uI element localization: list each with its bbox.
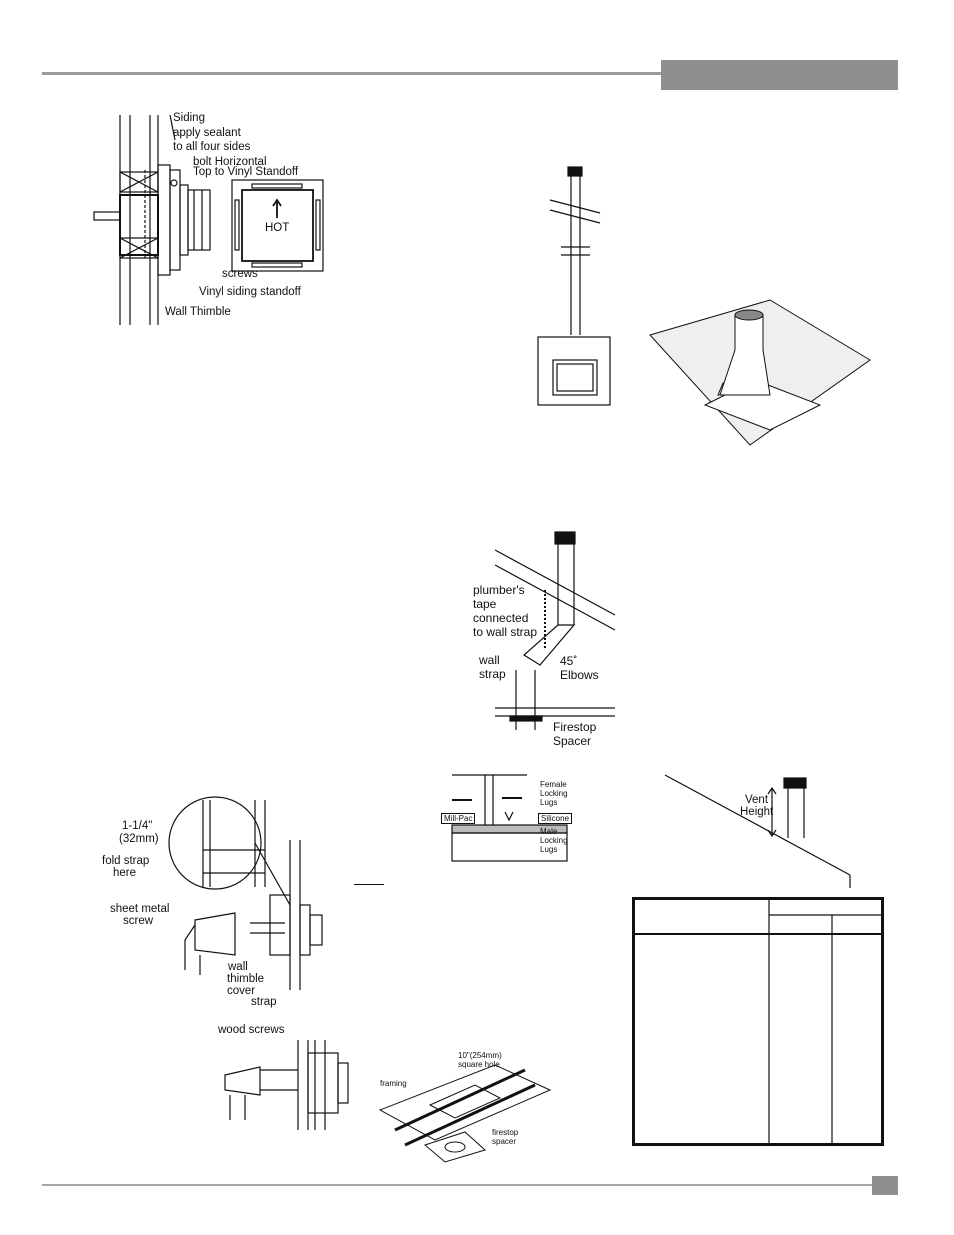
female-lugs-line3: Lugs [540,798,558,807]
vinyl-standoff-diagram [93,114,211,325]
wall-strap-line2: strap [479,667,506,681]
siding-label: Siding [173,112,205,124]
firestop-spacer-line1: firestop [492,1128,519,1137]
firestop-line2: Spacer [553,734,592,748]
roof-flashing-diagram [649,299,871,446]
locking-lugs-diagram [451,774,568,862]
vent-height-line2: Height [740,806,774,818]
dimension-line1: 1-1/4" [122,820,153,832]
footer-rule [42,1184,872,1186]
firestop-spacer-line2: spacer [492,1137,517,1146]
wood-screws-diagram [224,1040,349,1130]
elbow-offset-diagram [494,531,616,730]
vent-height-line1: Vent [745,794,769,806]
plumbers-tape-line2: tape [473,597,497,611]
thimble-cover-line3: cover [227,985,256,997]
sheet-metal-line2: screw [123,915,154,927]
sealant-label-line2: to all four sides [173,141,251,153]
millpac-label: Mill-Pac [441,813,476,824]
hot-label: HOT [265,222,290,234]
male-lugs-line2: Locking [540,836,568,845]
screws-label: screws [222,268,258,280]
female-lugs-line1: Female [540,780,567,789]
short-rule [354,884,384,885]
sealant-label-line1: apply sealant [173,127,241,139]
vent-height-diagram [664,774,851,888]
wall-strap-line1: wall [479,653,500,667]
elbows-line2: Elbows [560,668,599,682]
plumbers-tape-line4: to wall strap [473,625,538,639]
plumbers-tape-line1: plumber's [473,583,525,597]
wood-screws-label: wood screws [218,1024,285,1036]
square-hole-line1: 10"(254mm) [458,1051,502,1060]
firestop-spacer-diagram [378,1064,552,1163]
bolt-label-line1: bolt Horizontal [193,156,267,168]
male-lugs-line3: Lugs [540,845,558,854]
header-rule [42,72,662,75]
male-lugs-line1: Male [540,827,558,836]
dimension-line2: (32mm) [119,833,159,845]
female-lugs-line2: Locking [540,789,568,798]
square-hole-line2: square hole [458,1060,500,1069]
thimble-cover-line2: thimble [227,973,265,985]
elbows-line1: 45˚ [560,654,578,668]
hot-square-diagram [231,179,324,272]
framing-label: framing [380,1079,407,1088]
thimble-cover-line1: wall [228,961,248,973]
header-tab [661,60,898,90]
strap-label: strap [251,996,277,1008]
vent-table-frame [632,897,884,1146]
bolt-label-line2: Top to Vinyl Standoff [193,166,299,178]
wall-thimble-label: Wall Thimble [165,306,231,318]
vent-table-grid [632,897,884,1146]
silicone-label: Silicone [538,813,573,824]
strap-detail-diagram [168,796,323,990]
sheet-metal-line1: sheet metal [110,903,170,915]
plumbers-tape-line3: connected [473,611,529,625]
page-number-box [872,1176,898,1195]
fold-strap-line1: fold strap [102,855,150,867]
fold-strap-line2: here [113,867,137,879]
firestop-line1: Firestop [553,720,597,734]
vinyl-standoff-label: Vinyl siding standoff [199,286,301,298]
vertical-vent-diagram [537,166,611,406]
